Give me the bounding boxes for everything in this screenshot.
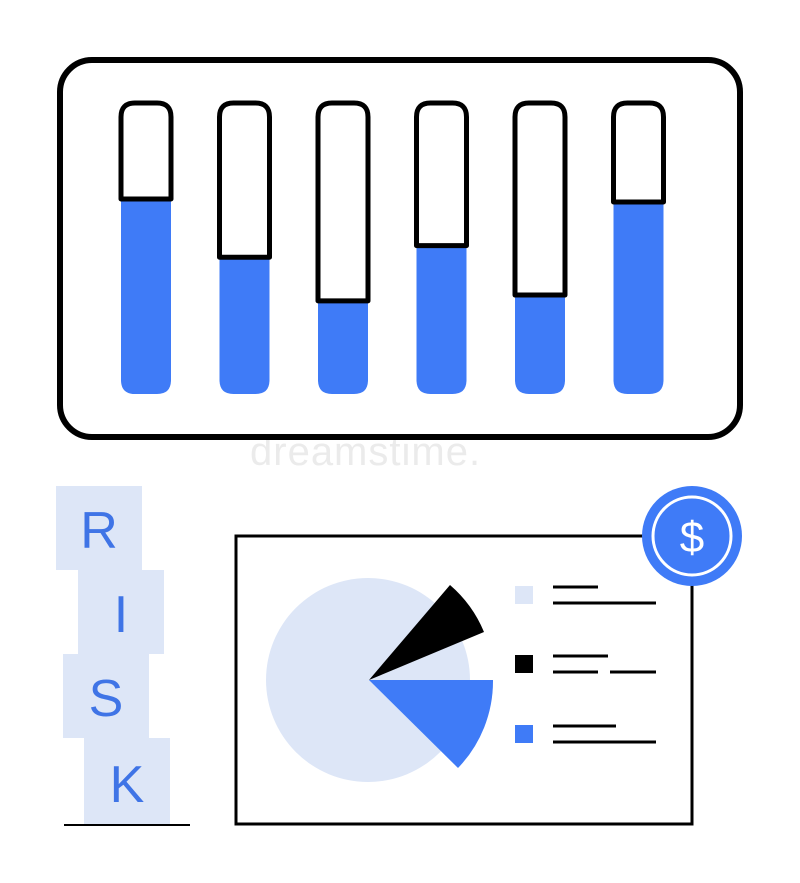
pie-slice-blue <box>369 680 494 768</box>
risk-blocks: R I S K <box>56 486 190 826</box>
tube-fill <box>613 201 664 394</box>
legend-swatch <box>515 655 533 673</box>
tube-fill <box>219 257 270 394</box>
risk-block <box>78 570 164 654</box>
risk-letter: S <box>89 670 124 728</box>
tube-outline <box>315 100 371 304</box>
risk-block <box>84 738 170 824</box>
coin-ring <box>651 495 733 577</box>
tube-outline <box>217 100 272 260</box>
tube-outline <box>611 100 666 205</box>
risk-letter: I <box>114 586 128 644</box>
tube-fill <box>416 245 467 394</box>
dollar-icon: $ <box>680 513 704 562</box>
tube-group <box>118 100 666 394</box>
coin-outer <box>642 486 742 586</box>
coin: $ <box>642 486 742 586</box>
tube-outline <box>512 100 568 298</box>
pie-slice-black <box>369 585 484 680</box>
risk-block <box>63 654 149 738</box>
risk-block <box>56 486 142 570</box>
tube-fill <box>515 295 565 394</box>
tube-fill <box>318 300 368 394</box>
legend-swatch <box>515 586 533 604</box>
legend-swatch <box>515 725 533 743</box>
risk-letter: K <box>110 756 145 814</box>
board-legend <box>515 585 656 744</box>
tube-outline <box>414 100 469 249</box>
risk-letter: R <box>80 502 118 560</box>
panel-frame <box>57 57 743 440</box>
tube-fill <box>121 199 171 394</box>
tube-outline <box>118 100 174 202</box>
